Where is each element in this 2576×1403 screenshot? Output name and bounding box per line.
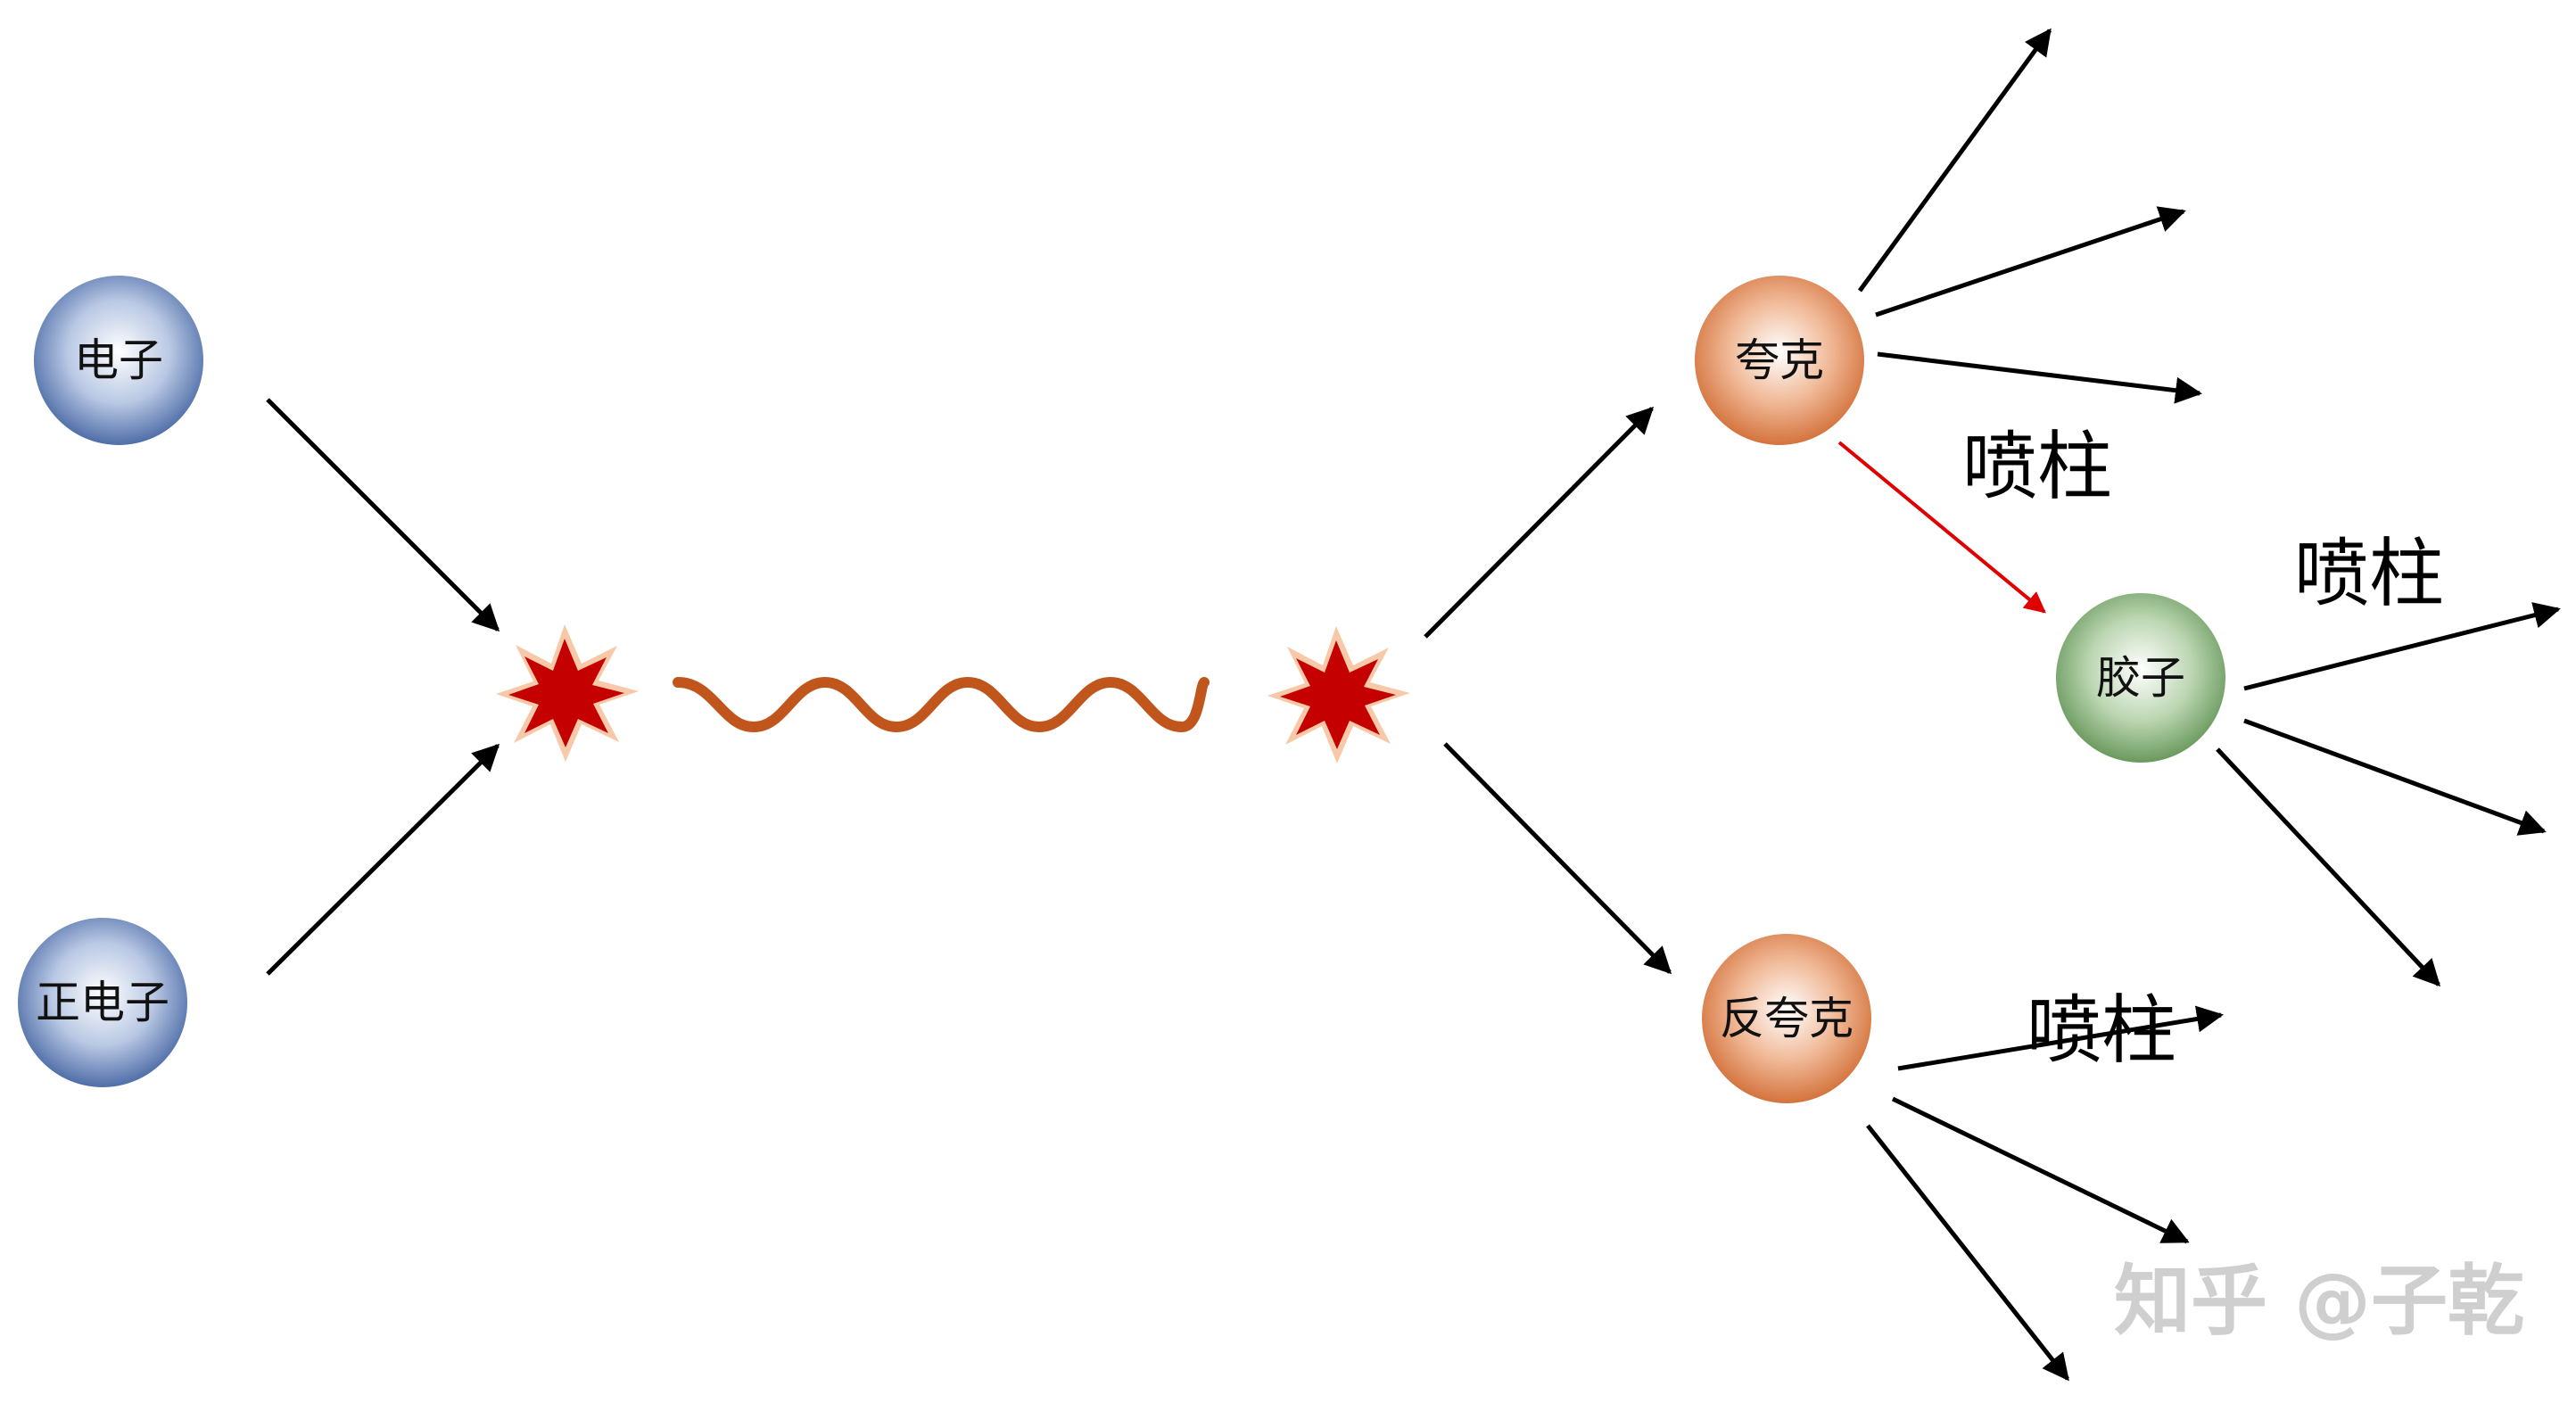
gluon-jet-arrow: [2216, 747, 2441, 987]
virtual-photon-wave: [673, 676, 1210, 733]
right-collision-burst: [1267, 626, 1410, 763]
left-collision-burst: [496, 624, 639, 762]
gluon-emission-arrow: [1837, 441, 2046, 614]
hadron-node: 胶子: [2056, 593, 2225, 763]
quark-node: 夸克: [1695, 276, 1864, 445]
quark-outgoing-arrow: [1424, 406, 1655, 639]
quark-label: 夸克: [1735, 334, 1824, 386]
gluon-jet-arrow: [2243, 718, 2547, 836]
watermark: 知乎 @子乾: [2114, 1257, 2524, 1346]
antiquark-jet-arrow: [1891, 1096, 2190, 1244]
positron-label: 正电子: [36, 977, 169, 1028]
antiquark-label: 反夸克: [1720, 993, 1854, 1044]
antiquark-jet-arrow: [1866, 1124, 2069, 1382]
hadron-label: 胶子: [2096, 652, 2185, 704]
positron-incoming-arrow: [266, 743, 500, 976]
electron-label: 电子: [74, 334, 163, 386]
antiquark-jet-arrow: [1897, 1005, 2224, 1071]
antiquark-jet-label: 喷柱: [2027, 986, 2176, 1074]
antiquark-outgoing-arrow: [1443, 742, 1672, 975]
quark-jet-arrow: [1857, 28, 2052, 293]
hadron-jet-label: 喷柱: [2294, 530, 2444, 617]
positron-node: 正电子: [18, 918, 187, 1087]
gluon-jet-arrow: [2243, 602, 2561, 691]
quark-jet-label: 喷柱: [1962, 423, 2112, 510]
quark-jet-arrow: [1875, 206, 2186, 318]
quark-jet-arrow: [1877, 351, 2202, 404]
antiquark-node: 反夸克: [1702, 934, 1871, 1103]
electron-node: 电子: [34, 276, 203, 445]
electron-incoming-arrow: [266, 398, 500, 632]
